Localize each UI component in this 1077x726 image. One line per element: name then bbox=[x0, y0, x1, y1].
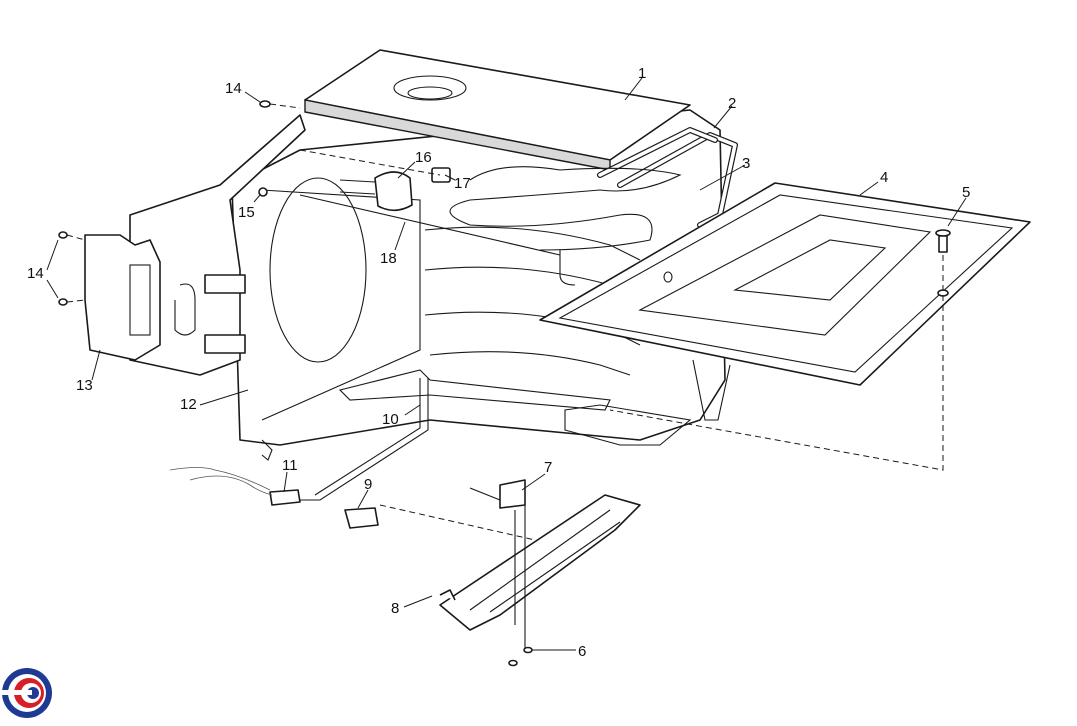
callout-13: 13 bbox=[76, 377, 93, 394]
screw-part bbox=[609, 229, 951, 471]
callout-15: 15 bbox=[238, 204, 255, 221]
callout-14-left: 14 bbox=[27, 265, 44, 282]
thermostat-assembly bbox=[299, 149, 561, 256]
bottom-tray bbox=[539, 182, 1031, 386]
callout-3: 3 bbox=[742, 155, 750, 172]
mounting-bracket bbox=[84, 234, 161, 361]
callout-8: 8 bbox=[391, 600, 399, 617]
callout-16: 16 bbox=[415, 149, 432, 166]
lower-rod-assembly bbox=[169, 378, 536, 541]
callout-1: 1 bbox=[638, 65, 646, 82]
side-frame bbox=[129, 114, 306, 376]
oven-cavity bbox=[231, 109, 731, 461]
callout-4: 4 bbox=[880, 169, 888, 186]
callout-labels: 1 2 3 4 5 6 7 8 9 10 11 12 13 14 14 15 1… bbox=[27, 65, 970, 660]
small-screws bbox=[58, 100, 301, 306]
callout-18: 18 bbox=[380, 250, 397, 267]
callout-11: 11 bbox=[282, 457, 298, 474]
callout-14-top: 14 bbox=[225, 80, 242, 97]
callout-10: 10 bbox=[382, 411, 399, 428]
grill-heating-element bbox=[449, 166, 682, 286]
callout-17: 17 bbox=[454, 175, 471, 192]
callout-7: 7 bbox=[544, 459, 552, 476]
callout-12: 12 bbox=[180, 396, 197, 413]
callout-9: 9 bbox=[364, 476, 372, 493]
brand-swirl-icon bbox=[2, 668, 52, 718]
callout-2: 2 bbox=[728, 95, 736, 112]
leader-lines bbox=[46, 77, 967, 651]
callout-5: 5 bbox=[962, 184, 970, 201]
bottom-element-bracket bbox=[439, 479, 641, 667]
callout-6: 6 bbox=[578, 643, 586, 660]
